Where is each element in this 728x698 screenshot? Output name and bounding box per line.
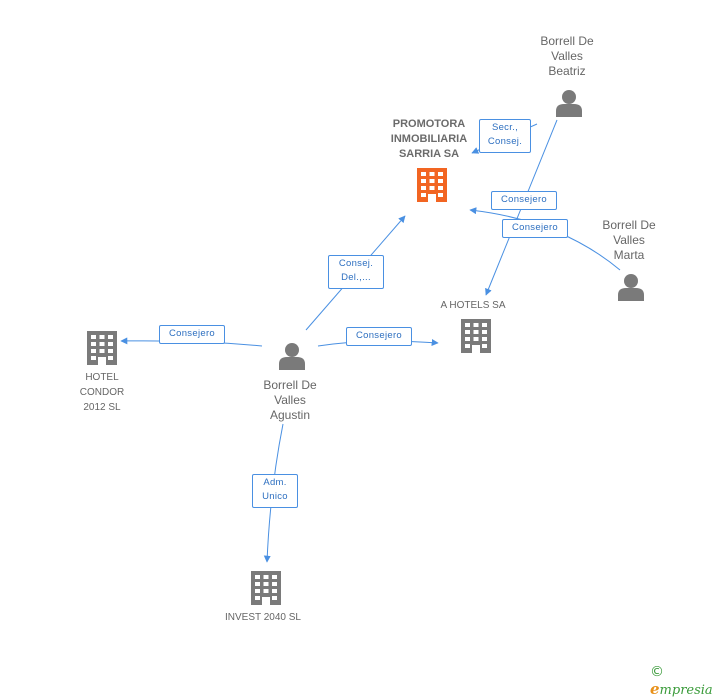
edge-label-agustin-ahotels: Consejero — [346, 327, 412, 346]
company-label-invest-2040[interactable]: INVEST 2040 SL — [225, 612, 301, 623]
brand-initial: e — [650, 680, 660, 698]
edge-label-agustin-promotora: Consej. Del.,... — [328, 255, 384, 289]
edge-label-marta-promotora: Consejero — [502, 219, 568, 238]
person-label-agustin[interactable]: Borrell De Valles Agustin — [263, 378, 317, 422]
edge-label-agustin-invest: Adm. Unico — [252, 474, 298, 508]
person-icon[interactable] — [279, 343, 305, 370]
edge-label-beatriz-ahotels: Consejero — [491, 191, 557, 210]
person-icon[interactable] — [618, 274, 644, 301]
building-icon[interactable] — [251, 571, 281, 605]
building-icon[interactable] — [461, 319, 491, 353]
person-icon[interactable] — [556, 90, 582, 117]
empresia-logo: © empresia — [650, 664, 728, 698]
company-label-a-hotels[interactable]: A HOTELS SA — [440, 300, 506, 311]
company-label-hotel-condor[interactable]: HOTEL CONDOR 2012 SL — [79, 372, 125, 413]
person-label-marta[interactable]: Borrell De Valles Marta — [602, 218, 656, 262]
building-icon[interactable] — [417, 168, 447, 202]
brand-name: mpresia — [659, 683, 713, 698]
building-icon[interactable] — [87, 331, 117, 365]
edge-label-agustin-condor: Consejero — [159, 325, 225, 344]
edge-label-beatriz-promotora: Secr., Consej. — [479, 119, 531, 153]
copyright-symbol: © — [650, 664, 664, 680]
company-label-promotora[interactable]: PROMOTORA INMOBILIARIA SARRIA SA — [390, 118, 468, 160]
person-label-beatriz[interactable]: Borrell De Valles Beatriz — [540, 34, 594, 78]
